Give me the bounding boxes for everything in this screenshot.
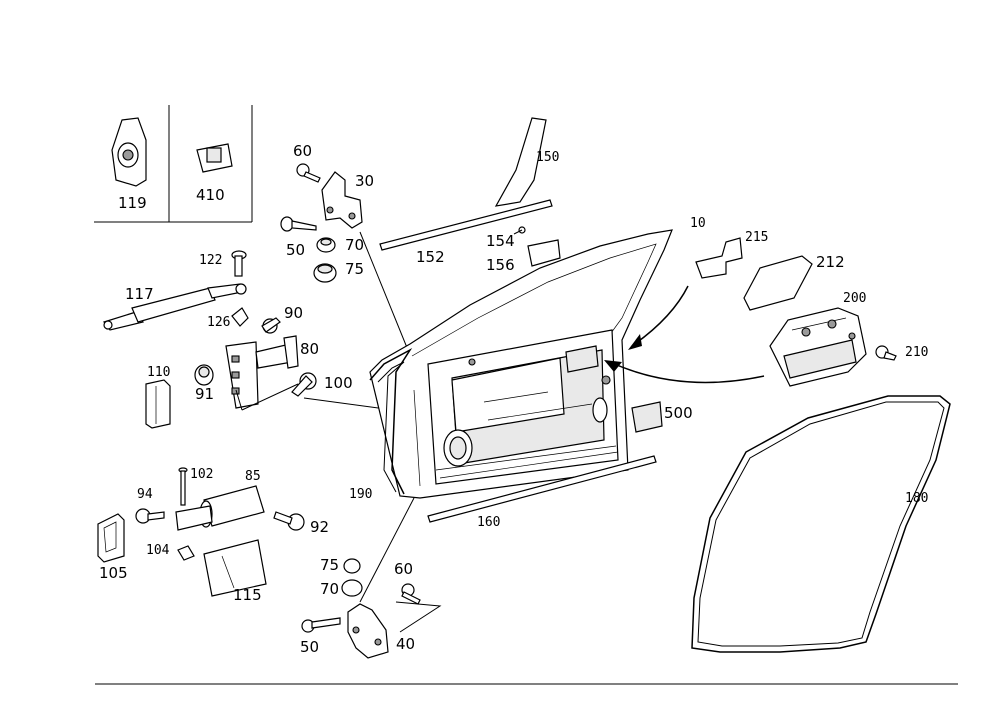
part-94-bolt bbox=[135, 508, 165, 524]
part-60-screw-bottom bbox=[401, 583, 421, 605]
part-92-bolt bbox=[273, 511, 305, 531]
callout-91: 91 bbox=[195, 385, 215, 403]
part-500-pad bbox=[631, 401, 663, 433]
assembly-arrow-upper bbox=[628, 285, 689, 350]
callout-190: 190 bbox=[349, 487, 373, 502]
part-126-clip bbox=[231, 307, 249, 327]
part-40-lower-hinge bbox=[347, 603, 389, 659]
callout-80: 80 bbox=[300, 340, 320, 358]
part-152-belt-molding bbox=[379, 199, 553, 251]
part-105-bracket bbox=[97, 513, 125, 563]
part-10-plate bbox=[695, 237, 743, 279]
part-50-bolt-bottom bbox=[301, 617, 341, 633]
part-70-washer-bottom bbox=[341, 579, 363, 597]
callout-212: 212 bbox=[816, 253, 845, 271]
part-100-bolt bbox=[291, 372, 317, 397]
part-117-door-strut bbox=[103, 283, 247, 331]
part-200-lock-module bbox=[769, 307, 867, 387]
part-150-window-trim bbox=[494, 117, 547, 207]
part-190-door-seal bbox=[369, 347, 413, 495]
part-154-clip bbox=[513, 226, 526, 235]
callout-92: 92 bbox=[310, 518, 330, 536]
callout-60-top: 60 bbox=[293, 142, 313, 160]
callout-160: 160 bbox=[477, 515, 501, 530]
callout-104: 104 bbox=[146, 543, 170, 558]
callout-70-top: 70 bbox=[345, 236, 365, 254]
callout-410: 410 bbox=[196, 186, 225, 204]
part-91-grommet bbox=[194, 364, 214, 386]
callout-102: 102 bbox=[190, 467, 214, 482]
leader-40-door bbox=[359, 497, 415, 603]
callout-40: 40 bbox=[396, 635, 416, 653]
callout-105: 105 bbox=[99, 564, 128, 582]
callout-75-bottom: 75 bbox=[320, 556, 340, 574]
callout-110: 110 bbox=[147, 365, 171, 380]
leader-30-door bbox=[359, 231, 413, 361]
callout-90: 90 bbox=[284, 304, 304, 322]
part-160-sill-seal bbox=[427, 455, 657, 523]
part-180-body-seal bbox=[691, 395, 951, 653]
callout-117: 117 bbox=[125, 285, 154, 303]
inset-frame bbox=[94, 105, 253, 223]
part-60-screw-top bbox=[296, 163, 321, 183]
part-410-clip bbox=[196, 143, 233, 173]
callout-122: 122 bbox=[199, 253, 223, 268]
part-75-nut-top bbox=[313, 263, 337, 283]
callout-119: 119 bbox=[118, 194, 147, 212]
callout-75-top: 75 bbox=[345, 260, 365, 278]
callout-210: 210 bbox=[905, 345, 929, 360]
part-50-bolt-top bbox=[280, 216, 317, 232]
assembly-arrow-lower bbox=[604, 360, 765, 384]
leader-60-40 bbox=[395, 601, 442, 633]
callout-50-bottom: 50 bbox=[300, 638, 320, 656]
callout-180: 180 bbox=[905, 491, 929, 506]
callout-50-top: 50 bbox=[286, 241, 306, 259]
callout-500: 500 bbox=[664, 404, 693, 422]
part-104-clip bbox=[177, 545, 195, 561]
part-30-upper-hinge bbox=[321, 171, 363, 229]
callout-70-bottom: 70 bbox=[320, 580, 340, 598]
part-80-door-check bbox=[225, 335, 299, 409]
callout-10: 10 bbox=[690, 216, 706, 231]
callout-94: 94 bbox=[137, 487, 153, 502]
callout-60-bottom: 60 bbox=[394, 560, 414, 578]
leader-80-100 bbox=[235, 383, 299, 411]
part-210-bolt bbox=[875, 345, 897, 361]
callout-115: 115 bbox=[233, 586, 262, 604]
callout-85: 85 bbox=[245, 469, 261, 484]
callout-156: 156 bbox=[486, 256, 515, 274]
part-110-cover bbox=[145, 379, 171, 429]
callout-100: 100 bbox=[324, 374, 353, 392]
part-70-washer-top bbox=[316, 237, 336, 253]
callout-152: 152 bbox=[416, 248, 445, 266]
part-102-pin bbox=[178, 467, 188, 506]
part-90-screw bbox=[261, 317, 281, 334]
callout-126: 126 bbox=[207, 315, 231, 330]
callout-150: 150 bbox=[536, 150, 560, 165]
part-75-nut-bottom bbox=[343, 558, 361, 574]
part-156-bracket bbox=[527, 239, 561, 267]
part-119-clip bbox=[111, 117, 147, 187]
callout-154: 154 bbox=[486, 232, 515, 250]
part-122-pin bbox=[231, 250, 247, 277]
part-212-pad bbox=[743, 255, 813, 311]
callout-215: 215 bbox=[745, 230, 769, 245]
callout-30: 30 bbox=[355, 172, 375, 190]
front-door-shell bbox=[369, 229, 673, 499]
callout-200: 200 bbox=[843, 291, 867, 306]
part-115-cover bbox=[203, 539, 267, 597]
part-85-hinge-cylinder bbox=[175, 485, 265, 531]
